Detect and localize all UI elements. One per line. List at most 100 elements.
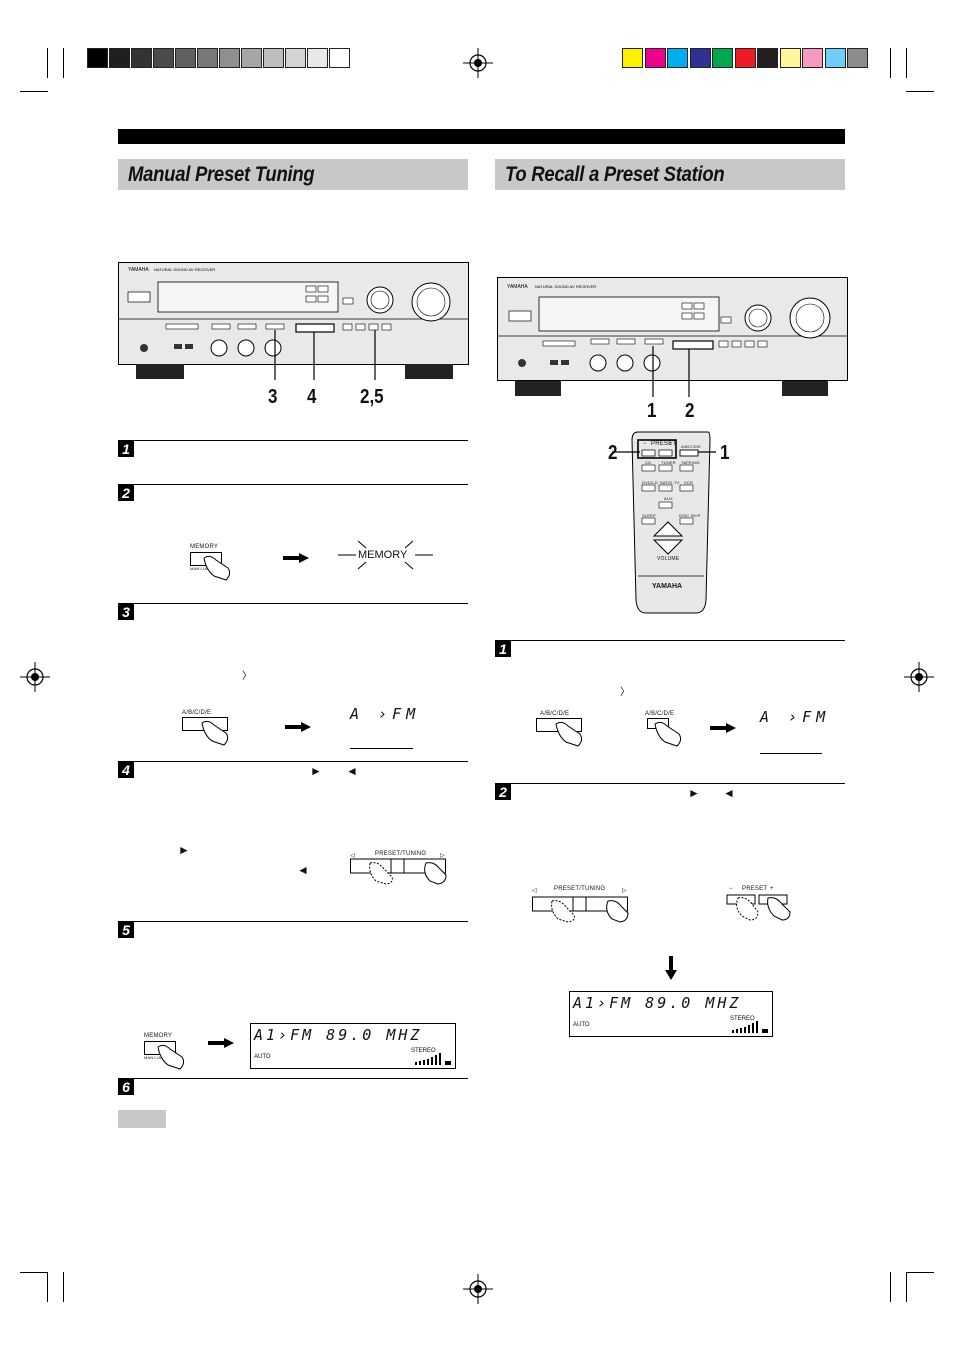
registration-target-top <box>463 48 493 78</box>
arrow-left-glyph-r: ◄ <box>723 786 735 800</box>
remote-volume-label: VOLUME <box>657 556 680 562</box>
svg-text:◁: ◁ <box>532 888 537 894</box>
gray-swatch <box>197 48 218 68</box>
remote-brand: YAMAHA <box>652 583 683 590</box>
color-swatch <box>712 48 733 68</box>
svg-text:▷: ▷ <box>440 853 445 859</box>
page-top-bar <box>118 129 845 144</box>
receiver-brand-right: YAMAHA <box>507 284 528 290</box>
registration-target-bottom <box>463 1274 493 1304</box>
step-5-badge: 5 <box>118 922 134 938</box>
gray-swatch <box>109 48 130 68</box>
note-box <box>118 1110 166 1128</box>
gray-swatch <box>87 48 108 68</box>
remote-minus-label: − <box>643 441 647 447</box>
recall-step-1-badge: 1 <box>495 641 511 657</box>
preset-tuning-illustration-left: PRESET/TUNING ◁▷ <box>350 851 450 887</box>
lcd-a-fm-right: A ›FM <box>760 708 831 726</box>
gray-swatch <box>263 48 284 68</box>
callout-left-4: 4 <box>307 386 317 408</box>
remote-tuner-label: TUNER <box>661 460 676 465</box>
color-swatch <box>847 48 868 68</box>
remote-dvdld-label: DVD/LD <box>642 480 658 485</box>
memory-button-illustration: MEMORY MAN'L/AUTO FM <box>190 544 240 581</box>
gray-swatch <box>241 48 262 68</box>
svg-text:◁: ◁ <box>350 853 355 859</box>
arrow-right-icon <box>285 722 311 732</box>
callout-right-1: 1 <box>647 400 657 422</box>
arrow-right-glyph-r: ► <box>688 786 700 800</box>
gray-swatch <box>307 48 328 68</box>
step-3-badge: 3 <box>118 604 134 620</box>
receiver-brand-left: YAMAHA <box>128 267 149 273</box>
color-swatch <box>734 48 756 68</box>
lcd-a-fm-left: A ›FM <box>350 705 421 723</box>
gray-swatch <box>285 48 306 68</box>
memory-display-text: MEMORY <box>358 549 408 561</box>
remote-tapemd-label: TAPE/MD <box>681 460 700 465</box>
gray-swatch <box>153 48 174 68</box>
arrow-right-icon <box>283 553 309 563</box>
remote-satdtv-label: SAT/D-TV <box>660 480 680 485</box>
recall-preset-header: To Recall a Preset Station <box>495 159 845 190</box>
svg-text:▷: ▷ <box>622 888 627 894</box>
callout-right-2: 2 <box>685 400 695 422</box>
bracket-glyph-left: 〉 <box>242 671 252 682</box>
remote-vcr-label: VCR <box>684 480 694 485</box>
remote-plus-label: + <box>669 441 673 447</box>
remote-preset-label: PRESET <box>651 441 677 447</box>
gray-swatch <box>175 48 196 68</box>
color-swatch <box>824 48 846 68</box>
step-2-badge: 2 <box>118 485 134 501</box>
color-swatch <box>779 48 801 68</box>
arrow-down-icon <box>665 956 677 980</box>
bracket-glyph-right: 〉 <box>620 687 630 698</box>
step-4-badge: 4 <box>118 762 134 778</box>
arrow-right-glyph-2: ► <box>178 843 190 857</box>
recall-step-2-badge: 2 <box>495 784 511 800</box>
receiver-model-right: NATURAL SOUND AV RECEIVER <box>535 284 596 289</box>
abcde-button-illustration: A/B/C/D/E <box>182 710 232 746</box>
color-swatch <box>644 48 666 68</box>
remote-cd-label: CD <box>645 460 652 465</box>
arrow-right-icon <box>710 723 736 733</box>
color-swatch <box>622 48 643 68</box>
gray-swatch <box>131 48 152 68</box>
color-swatch <box>802 48 823 68</box>
manual-preset-header: Manual Preset Tuning <box>118 159 468 190</box>
color-swatch <box>689 48 711 68</box>
remote-abcde-label: A/B/C/D/E <box>681 444 702 449</box>
arrow-right-icon <box>208 1038 234 1048</box>
lcd-full-display-left: A1›FM 89.0 MHZ AUTO STEREO <box>250 1023 456 1069</box>
gray-swatch <box>329 48 350 68</box>
registration-target-right <box>904 662 934 692</box>
callout-remote-1: 1 <box>720 442 730 464</box>
manual-preset-title: Manual Preset Tuning <box>128 163 315 186</box>
callout-remote-2: 2 <box>608 442 618 464</box>
remote-sleep-label: SLEEP <box>642 513 656 518</box>
callout-left-25: 2,5 <box>360 386 384 408</box>
abcde-unit-button: A/B/C/D/E <box>536 711 586 747</box>
remote-control-illustration <box>612 431 716 614</box>
memory-display-illustration: MEMORY <box>338 535 433 575</box>
memory-button-illustration-2: MEMORY MAN'L/AUTO FM <box>144 1033 194 1070</box>
receiver-illustration-right: YAMAHA NATURAL SOUND AV RECEIVER <box>497 277 848 397</box>
color-swatch <box>757 48 778 68</box>
preset-tuning-illustration-right: PRESET/TUNING ◁▷ <box>532 886 632 923</box>
step-1-badge: 1 <box>118 441 134 457</box>
preset-remote-illustration: − PRESET + <box>726 886 796 922</box>
arrow-left-glyph-2: ◄ <box>297 863 309 877</box>
step-6-badge: 6 <box>118 1079 134 1095</box>
lcd-full-display-right: A1›FM 89.0 MHZ AUTO STEREO <box>569 991 773 1037</box>
receiver-illustration-left: YAMAHA NATURAL SOUND AV RECEIVER <box>118 262 469 380</box>
remote-aux-label: AUX <box>664 496 673 501</box>
arrow-left-glyph: ◄ <box>346 764 358 778</box>
remote-discskip-label: DISC SKIP <box>679 513 701 518</box>
color-swatch <box>667 48 688 68</box>
receiver-model-left: NATURAL SOUND AV RECEIVER <box>154 267 215 272</box>
gray-swatch <box>219 48 240 68</box>
arrow-right-glyph: ► <box>310 764 322 778</box>
recall-preset-title: To Recall a Preset Station <box>505 163 725 186</box>
abcde-remote-button: A/B/C/D/E <box>645 711 695 747</box>
callout-left-3: 3 <box>268 386 278 408</box>
